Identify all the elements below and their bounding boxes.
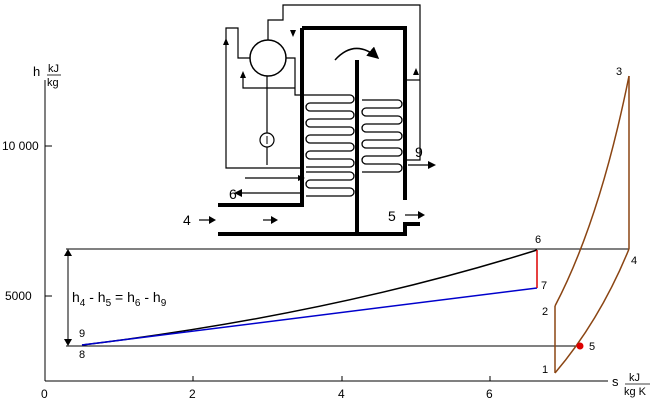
piping xyxy=(225,4,421,179)
arrow-9-head xyxy=(428,161,436,169)
curve-4-to-1 xyxy=(554,248,630,374)
apparatus-schematic: 6 9 4 5 xyxy=(183,4,436,236)
piping-arrows xyxy=(223,30,419,181)
y-axis-unit-den: kg xyxy=(47,77,59,89)
x-tick-2: 2 xyxy=(189,387,196,401)
x-axis-unit-num: kJ xyxy=(629,372,640,384)
arrow-5-head xyxy=(418,211,425,219)
reference-lines xyxy=(66,248,629,347)
point-label-3: 3 xyxy=(616,66,622,78)
right-heat-exchanger-coil xyxy=(361,99,403,173)
curve-2-to-3 xyxy=(554,75,630,307)
x-axis-symbol: s xyxy=(612,374,619,389)
point-label-9: 9 xyxy=(79,328,85,340)
point-label-1: 1 xyxy=(542,364,548,376)
vessel-bottom xyxy=(218,222,420,236)
axes: 10 000 5000 0 2 4 6 h kJ kg s kJ kg K xyxy=(2,63,650,401)
point-label-5: 5 xyxy=(589,341,595,353)
x-axis-unit-den: kg K xyxy=(624,386,647,398)
apparatus-label-4: 4 xyxy=(183,212,191,228)
apparatus-label-6: 6 xyxy=(229,186,237,202)
line-8-to-7 xyxy=(81,287,538,346)
y-tick-10000: 10 000 xyxy=(2,139,39,153)
y-axis-symbol: h xyxy=(33,64,40,79)
enthalpy-equation: h4 - h5 = h6 - h9 xyxy=(72,289,167,309)
x-tick-6: 6 xyxy=(486,387,493,401)
point-5-marker xyxy=(576,342,584,350)
x-tick-0: 0 xyxy=(41,387,48,401)
y-axis-unit-num: kJ xyxy=(48,63,59,75)
left-heat-exchanger-coil xyxy=(305,94,355,197)
brown-cycle xyxy=(554,75,630,374)
x-tick-4: 4 xyxy=(338,387,345,401)
point-label-4: 4 xyxy=(631,255,637,267)
point-label-7: 7 xyxy=(541,280,547,292)
delta-h-arrow xyxy=(64,249,72,346)
point-label-8: 8 xyxy=(79,349,85,361)
apparatus-label-5: 5 xyxy=(388,208,396,224)
vessel-left-wall xyxy=(218,28,304,207)
apparatus-label-9: 9 xyxy=(415,144,423,160)
arrow-flow-head xyxy=(271,216,278,224)
vessel-outer-wall xyxy=(302,26,407,200)
y-tick-5000: 5000 xyxy=(5,289,32,303)
point-label-6: 6 xyxy=(535,234,541,246)
point-labels: 1 2 3 4 5 6 7 8 9 xyxy=(79,66,637,376)
arrow-6-head xyxy=(234,189,242,197)
point-label-2: 2 xyxy=(542,306,548,318)
compressor-circle xyxy=(249,39,287,77)
flow-curve-arrow xyxy=(334,46,380,61)
arrow-4-head xyxy=(209,216,216,224)
